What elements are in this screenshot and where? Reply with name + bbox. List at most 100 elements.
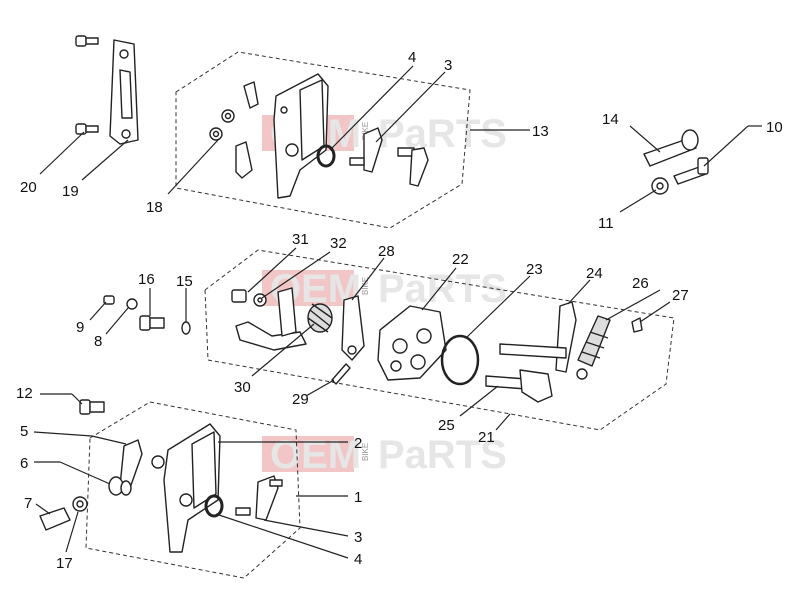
part-plate-top — [273, 73, 329, 199]
callout-13: 13 — [532, 123, 549, 140]
part-nut-31 — [231, 289, 247, 303]
leader-4-top — [329, 65, 414, 151]
group-box-21 — [204, 249, 675, 431]
leader-28 — [351, 257, 385, 301]
leader-8 — [105, 307, 129, 335]
part-washer-8 — [126, 298, 138, 310]
callout-29: 29 — [292, 391, 309, 408]
leader-20 — [39, 131, 85, 175]
part-bolt-9 — [103, 295, 115, 305]
leader-7 — [35, 503, 51, 515]
leader-6b — [59, 461, 111, 485]
leader-23 — [465, 275, 531, 339]
leader-19 — [81, 139, 129, 181]
callout-25: 25 — [438, 417, 455, 434]
callout-12: 12 — [16, 385, 33, 402]
callout-15: 15 — [176, 273, 193, 290]
callout-10: 10 — [766, 119, 783, 136]
part-pin-7 — [39, 507, 71, 531]
leader-29 — [305, 379, 335, 397]
callout-31: 31 — [292, 231, 309, 248]
part-plate-2 — [151, 423, 221, 553]
leader-26 — [605, 289, 661, 321]
leader-32 — [261, 251, 331, 299]
leader-3-top — [375, 71, 446, 143]
callout-28: 28 — [378, 243, 395, 260]
watermark-bottom: OEM BIKE PaRTS — [262, 433, 507, 477]
part-shift-fork-24 — [499, 301, 577, 373]
part-clip-27 — [631, 317, 643, 333]
part-bolt-16 — [139, 315, 165, 331]
part-bracket-30 — [235, 287, 307, 351]
leader-5 — [33, 431, 93, 437]
part-bolt-10 — [673, 157, 709, 185]
callout-22: 22 — [452, 251, 469, 268]
part-bracket-19 — [109, 39, 139, 145]
leader-27 — [639, 301, 671, 323]
part-washer-15 — [181, 321, 191, 335]
callout-24: 24 — [586, 265, 603, 282]
leader-4-bottom — [215, 513, 349, 559]
part-spring-30 — [307, 303, 333, 333]
leader-10b — [703, 125, 749, 167]
callout-17: 17 — [56, 555, 73, 572]
part-nut-18 — [209, 81, 259, 179]
callout-1: 1 — [354, 489, 362, 506]
part-shaft-25 — [485, 369, 553, 403]
callout-14: 14 — [602, 111, 619, 128]
callout-6: 6 — [20, 455, 28, 472]
part-nut-11 — [651, 177, 669, 195]
watermark-left-word: OEM — [270, 433, 361, 477]
leader-30 — [251, 323, 315, 377]
callout-19: 19 — [62, 183, 79, 200]
callout-2: 2 — [354, 435, 362, 452]
part-lever-5 — [119, 439, 143, 489]
part-washer-6 — [108, 476, 132, 496]
leader-24 — [567, 279, 591, 305]
callout-3-bottom: 3 — [354, 529, 362, 546]
callout-4-bottom: 4 — [354, 551, 362, 568]
part-lever-3-top — [349, 127, 429, 187]
watermark-right-word: PaRTS — [378, 433, 507, 477]
watermark-mid-word: BIKE — [361, 277, 370, 295]
part-nut-17 — [72, 496, 88, 512]
leader-9 — [89, 301, 107, 321]
callout-26: 26 — [632, 275, 649, 292]
callout-16: 16 — [138, 271, 155, 288]
callout-32: 32 — [330, 235, 347, 252]
watermark-right-word: PaRTS — [378, 267, 507, 311]
callout-5: 5 — [20, 423, 28, 440]
leader-5b — [91, 435, 127, 445]
leader-21 — [495, 413, 511, 431]
part-lever-3-bottom — [235, 475, 283, 521]
callout-21: 21 — [478, 429, 495, 446]
leader-18 — [167, 139, 219, 195]
callout-30: 30 — [234, 379, 251, 396]
callout-20: 20 — [20, 179, 37, 196]
callout-23: 23 — [526, 261, 543, 278]
watermark-mid-word: BIKE — [361, 122, 370, 140]
watermark-mid-word: BIKE — [361, 443, 370, 461]
part-oring-23 — [440, 334, 480, 386]
part-bolt-12 — [79, 399, 105, 415]
part-lever-28 — [341, 295, 365, 361]
callout-18: 18 — [146, 199, 163, 216]
callout-7: 7 — [24, 495, 32, 512]
part-bolt-20 — [75, 35, 99, 135]
leader-22 — [421, 267, 457, 311]
leader-17 — [65, 511, 79, 553]
group-box-13 — [175, 51, 471, 229]
callout-11: 11 — [598, 215, 614, 232]
leader-11 — [619, 189, 657, 213]
callout-9: 9 — [76, 319, 84, 336]
part-spring-4-bottom — [204, 494, 224, 518]
callout-27: 27 — [672, 287, 689, 304]
leader-3-bottom — [263, 519, 349, 537]
group-box-1 — [85, 401, 301, 579]
leader-12b — [71, 393, 83, 405]
callout-3-top: 3 — [444, 57, 452, 74]
leader-25 — [459, 385, 499, 417]
part-pin-14 — [643, 129, 699, 167]
